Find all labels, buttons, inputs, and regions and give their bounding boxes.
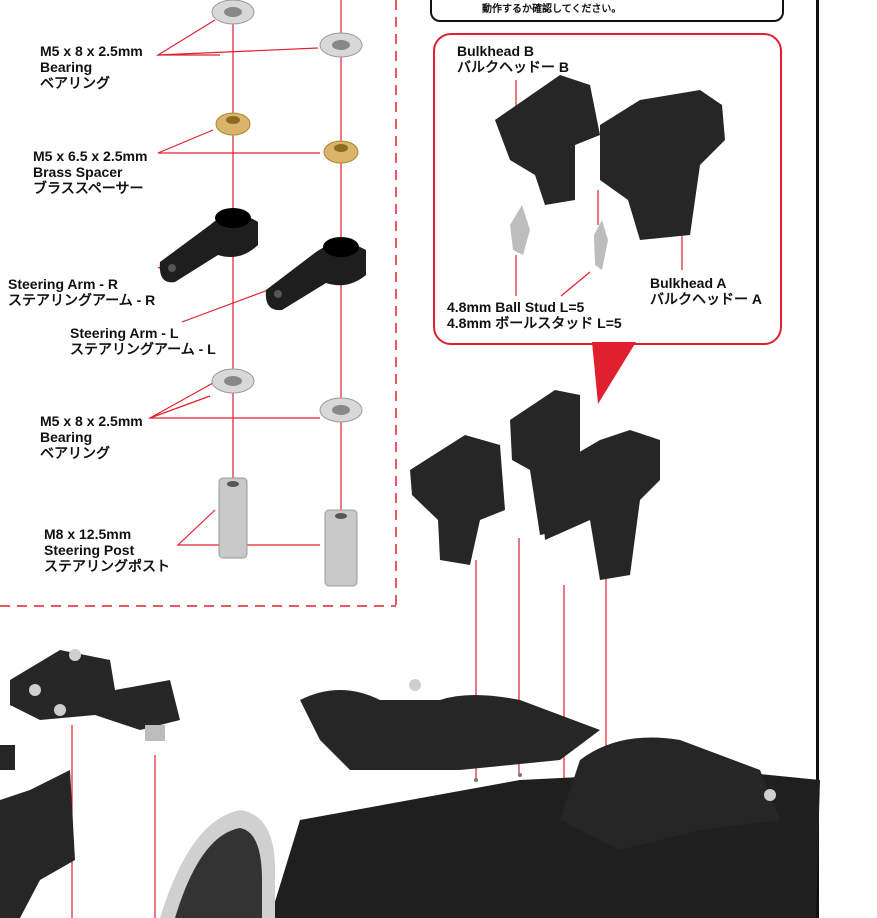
label-bearing-top: M5 x 8 x 2.5mm Bearing ベアリング — [40, 43, 143, 91]
steering-post-parts — [218, 477, 358, 587]
page-border-right — [816, 0, 819, 918]
steering-post-size: M8 x 12.5mm — [44, 526, 132, 542]
steering-arm-l-name: Steering Arm - L — [70, 325, 179, 341]
ball-stud-name-jp: 4.8mm ボールスタッド L=5 — [447, 315, 622, 331]
bulkhead-callout-box — [433, 33, 782, 345]
brass-spacer-size: M5 x 6.5 x 2.5mm — [33, 148, 148, 164]
label-steering-arm-l: Steering Arm - L ステアリングアーム - L — [70, 325, 216, 357]
label-bulkhead-b: Bulkhead B バルクヘッドー B — [457, 43, 569, 75]
bearing-bottom-parts — [211, 368, 363, 423]
bearing-bottom-name: Bearing — [40, 429, 93, 445]
bulkhead-a-name-jp: バルクヘッドー A — [650, 291, 762, 307]
bulkhead-a-name: Bulkhead A — [650, 275, 727, 291]
bearing-bottom-name-jp: ベアリング — [40, 445, 110, 461]
bearing-top-size: M5 x 8 x 2.5mm — [40, 43, 143, 59]
brass-spacer-parts — [215, 112, 359, 164]
label-brass-spacer: M5 x 6.5 x 2.5mm Brass Spacer ブラススペーサー — [33, 148, 147, 196]
bulkhead-b-name-jp: バルクヘッドー B — [457, 59, 569, 75]
label-steering-post: M8 x 12.5mm Steering Post ステアリングポスト — [44, 526, 170, 574]
bearing-top-name: Bearing — [40, 59, 93, 75]
label-bulkhead-a: Bulkhead A バルクヘッドー A — [650, 275, 762, 307]
brass-spacer-name-jp: ブラススペーサー — [33, 180, 144, 196]
steering-post-name: Steering Post — [44, 542, 135, 558]
label-ball-stud: 4.8mm Ball Stud L=5 4.8mm ボールスタッド L=5 — [447, 299, 622, 331]
steering-arm-l-name-jp: ステアリングアーム - L — [70, 341, 216, 357]
large-bulkhead-parts — [410, 390, 660, 580]
ball-stud-name: 4.8mm Ball Stud L=5 — [447, 299, 585, 315]
chassis-plate — [270, 679, 820, 918]
bearing-top-name-jp: ベアリング — [40, 75, 110, 91]
top-note-box: 動作するか確認してください。 — [430, 0, 784, 22]
callout-pointer — [592, 342, 636, 404]
label-steering-arm-r: Steering Arm - R ステアリングアーム - R — [8, 276, 155, 308]
bulkhead-b-name: Bulkhead B — [457, 43, 535, 59]
steering-arm-r-name: Steering Arm - R — [8, 276, 118, 292]
front-left-assembly — [0, 649, 275, 918]
label-bearing-bottom: M5 x 8 x 2.5mm Bearing ベアリング — [40, 413, 143, 461]
bearing-bottom-size: M5 x 8 x 2.5mm — [40, 413, 143, 429]
steering-post-name-jp: ステアリングポスト — [44, 558, 170, 574]
top-note-text: 動作するか確認してください。 — [482, 4, 622, 15]
dashed-frame — [0, 0, 397, 607]
bearing-top-parts — [211, 0, 363, 58]
callout-bulkhead-parts — [495, 75, 725, 270]
brass-spacer-name: Brass Spacer — [33, 164, 123, 180]
steering-arm-r-name-jp: ステアリングアーム - R — [8, 292, 156, 308]
steering-arm-parts — [159, 208, 366, 311]
